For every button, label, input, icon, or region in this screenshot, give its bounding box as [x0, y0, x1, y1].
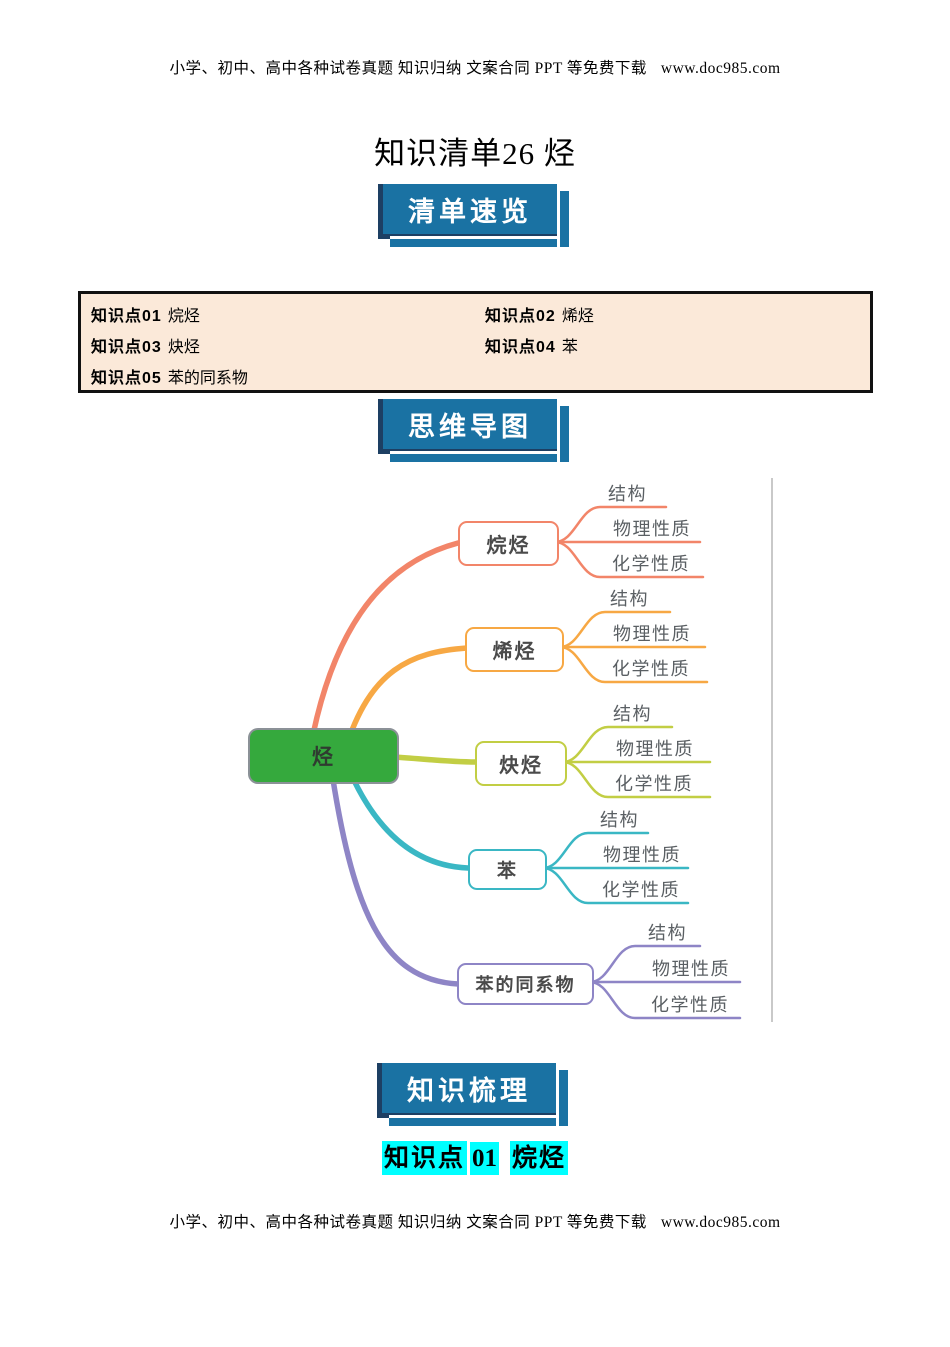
quick-item-label: 知识点01 — [91, 308, 162, 325]
mindmap-node-alkene: 烯烃 — [465, 627, 564, 672]
mindmap-child-label: 化学性质 — [615, 774, 693, 794]
mindmap-branch-edges-alkyne — [391, 725, 712, 799]
section-heading-prefix: 知识点 — [381, 1141, 467, 1175]
header-notice-text: 小学、初中、高中各种试卷真题 知识归纳 文案合同 PPT 等免费下载 — [169, 60, 647, 77]
quick-item-label: 知识点05 — [91, 370, 162, 387]
quick-list-item: 知识点01 烷烃 — [91, 302, 200, 326]
mindmap-border-line — [771, 478, 773, 1022]
mindmap-child-label: 化学性质 — [612, 659, 690, 679]
quick-list-item: 知识点02 烯烃 — [485, 302, 594, 326]
mindmap-connectors — [307, 505, 742, 1020]
quick-item-label: 知识点04 — [485, 339, 556, 356]
quick-list-item: 知识点03 炔烃 — [91, 333, 200, 357]
mindmap-child-label: 物理性质 — [616, 739, 694, 759]
mindmap-root-node: 烃 — [248, 728, 399, 784]
mindmap-child-label: 化学性质 — [651, 995, 729, 1015]
mindmap-child-label: 结构 — [608, 484, 647, 504]
footer-notice: 小学、初中、高中各种试卷真题 知识归纳 文案合同 PPT 等免费下载 www.do… — [0, 1210, 950, 1232]
mindmap-node-alkyne: 炔烃 — [475, 741, 567, 786]
mindmap-child-label: 物理性质 — [613, 624, 691, 644]
header-site-url: www.doc985.com — [660, 60, 781, 77]
mindmap-node-label: 炔烃 — [499, 755, 543, 777]
quick-item-name: 炔烃 — [167, 339, 200, 356]
mindmap-child-label: 结构 — [610, 589, 649, 609]
quick-list-item: 知识点04 苯 — [485, 333, 578, 357]
mindmap-child-label: 结构 — [648, 923, 687, 943]
banner-knowledge-review-label: 知识梳理 — [407, 1075, 531, 1106]
footer-site-url: www.doc985.com — [660, 1214, 781, 1231]
mindmap-child-label: 物理性质 — [652, 959, 730, 979]
mindmap-node-benzene: 苯 — [468, 849, 547, 890]
quick-list-item: 知识点05 苯的同系物 — [91, 364, 248, 388]
quick-item-name: 苯 — [561, 339, 578, 356]
banner-mindmap: 思维导图 — [378, 399, 569, 462]
mindmap-child-label: 物理性质 — [603, 845, 681, 865]
mindmap-child-label: 结构 — [613, 704, 652, 724]
banner-quick-overview-label: 清单速览 — [408, 196, 532, 227]
page-title: 知识清单26 烃 — [374, 136, 576, 171]
mindmap-branch-edges-benzene — [342, 757, 690, 905]
banner-quick-overview: 清单速览 — [378, 184, 569, 247]
mindmap-child-label: 物理性质 — [613, 519, 691, 539]
section-heading-name: 烷烃 — [510, 1141, 569, 1175]
mindmap-node-benzene-homologs: 苯的同系物 — [457, 963, 594, 1005]
quick-item-label: 知识点03 — [91, 339, 162, 356]
mindmap-node-label: 苯的同系物 — [475, 975, 576, 995]
quick-list-box: 知识点01 烷烃 知识点02 烯烃 知识点03 炔烃 知识点04 苯 知识点05 苯的同系… — [78, 291, 873, 393]
mindmap-child-label: 结构 — [600, 810, 639, 830]
mindmap-root-label: 烃 — [312, 746, 335, 769]
mindmap-node-alkane: 烷烃 — [458, 521, 559, 566]
quick-item-label: 知识点02 — [485, 308, 556, 325]
mindmap-branch-edges-benzene-homologs — [327, 757, 742, 1020]
mindmap-child-label: 化学性质 — [602, 880, 680, 900]
mindmap-child-label: 化学性质 — [612, 554, 690, 574]
banner-mindmap-label: 思维导图 — [408, 411, 532, 442]
quick-item-name: 烯烃 — [561, 308, 594, 325]
mindmap-node-label: 烷烃 — [486, 535, 531, 557]
footer-notice-text: 小学、初中、高中各种试卷真题 知识归纳 文案合同 PPT 等免费下载 — [169, 1214, 647, 1231]
quick-item-name: 烷烃 — [167, 308, 200, 325]
mindmap-node-label: 苯 — [496, 861, 518, 882]
mindmap-node-label: 烯烃 — [492, 641, 537, 663]
section-heading-number: 01 — [470, 1142, 499, 1175]
mindmap-branch-edges-alkane — [307, 505, 705, 753]
banner-knowledge-review: 知识梳理 — [377, 1063, 568, 1126]
quick-item-name: 苯的同系物 — [167, 370, 248, 387]
mindmap-branch-edges-alkene — [342, 610, 709, 753]
header-notice: 小学、初中、高中各种试卷真题 知识归纳 文案合同 PPT 等免费下载 www.do… — [0, 56, 950, 78]
